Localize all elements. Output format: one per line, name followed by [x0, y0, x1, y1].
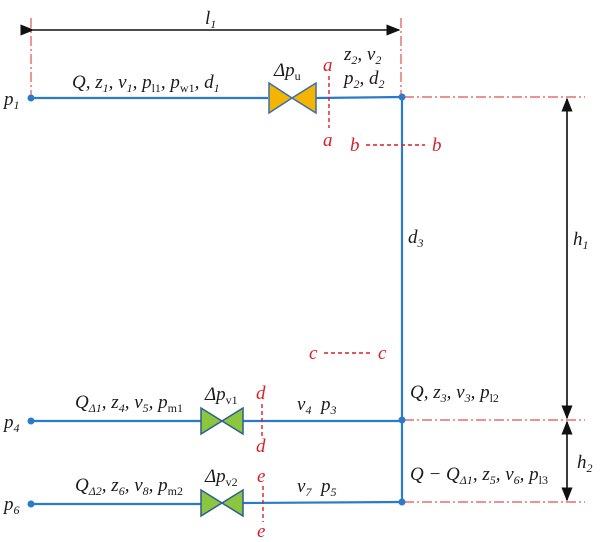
- valve-v2-icon: [200, 488, 244, 518]
- label-l1: l1​: [205, 8, 216, 31]
- valve-v1-icon: [200, 406, 244, 436]
- node-p1: [27, 94, 35, 102]
- label-dpv1: Δpv1​: [204, 384, 238, 407]
- node-p6: [27, 500, 35, 508]
- section-a-top: a: [323, 55, 333, 76]
- label-z2-v2: z2​, v2​: [343, 44, 381, 67]
- section-e-top: e: [257, 466, 265, 487]
- section-e-bottom: e: [257, 521, 265, 542]
- node-p5: [398, 498, 406, 506]
- label-pipe6: QΔ2​, z6​, v8​, pm2​: [75, 475, 183, 498]
- label-p1: p1​: [2, 89, 20, 112]
- section-c-right: c: [378, 343, 387, 364]
- label-pipe4: QΔ1​, z4​, v5​, pm1​: [75, 392, 183, 415]
- label-h2: h2​: [577, 452, 593, 475]
- valve-u-icon: [268, 81, 317, 115]
- section-d-bottom: d: [256, 436, 266, 457]
- section-d-top: d: [256, 383, 266, 404]
- label-p6: p6​: [2, 494, 20, 517]
- section-c-left: c: [309, 343, 318, 364]
- section-b-left: b: [350, 135, 360, 156]
- label-v4-p3: v4​ p3​: [297, 394, 336, 417]
- label-p4: p4​: [2, 412, 20, 435]
- node-p2: [398, 93, 406, 101]
- node-p4: [27, 417, 35, 425]
- pipe-2: [315, 95, 403, 100]
- label-v7-p5: v7​ p5​: [297, 476, 336, 499]
- label-p2-d2: p2​, d2​: [342, 68, 385, 91]
- label-dpv2: Δpv2​: [204, 466, 238, 489]
- pipe-6-right: [242, 500, 403, 505]
- label-pipe1: Q, z1​, v1​, pl1​, pw1​, d1​: [72, 72, 220, 95]
- label-pipe3: Q, z3​, v3​, pl2​: [410, 382, 499, 405]
- section-a-bottom: a: [323, 130, 333, 151]
- section-b-right: b: [432, 135, 442, 156]
- node-p3: [398, 416, 406, 424]
- label-pipe5: Q − QΔ1​, z5​, v6​, pl3​: [410, 464, 548, 487]
- label-h1: h1​: [573, 229, 589, 252]
- label-dpu: Δpu​: [273, 60, 301, 83]
- label-d3: d3​: [408, 227, 424, 250]
